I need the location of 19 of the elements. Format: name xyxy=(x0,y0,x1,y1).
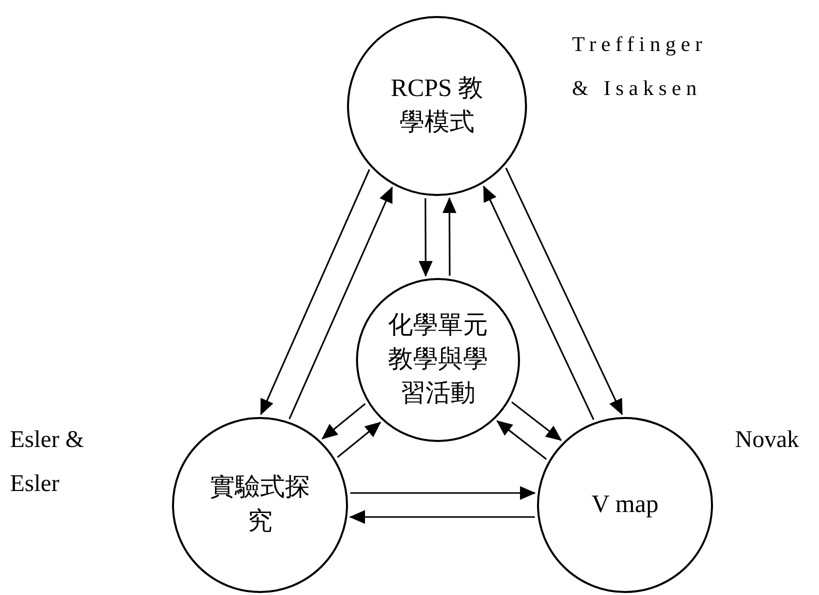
arrow xyxy=(442,197,456,276)
arrow xyxy=(350,486,536,500)
arrow xyxy=(505,168,623,416)
arrow xyxy=(337,422,382,458)
concept-circle: RCPS 教學模式 xyxy=(347,16,527,196)
arrow xyxy=(511,401,562,441)
arrow xyxy=(349,510,535,524)
author-label: Novak xyxy=(735,426,800,455)
arrow xyxy=(482,186,594,420)
concept-circle: 實驗式探究 xyxy=(172,417,348,593)
author-label: Treffinger & Isaksen xyxy=(572,31,708,102)
author-label: Esler & Esler xyxy=(10,426,85,499)
arrow xyxy=(418,198,433,277)
arrow xyxy=(288,186,393,420)
concept-circle: V map xyxy=(537,417,713,593)
concept-circle: 化學單元教學與學習活動 xyxy=(356,278,520,442)
arrow xyxy=(322,403,366,440)
arrow xyxy=(260,169,370,416)
arrow xyxy=(496,420,547,460)
